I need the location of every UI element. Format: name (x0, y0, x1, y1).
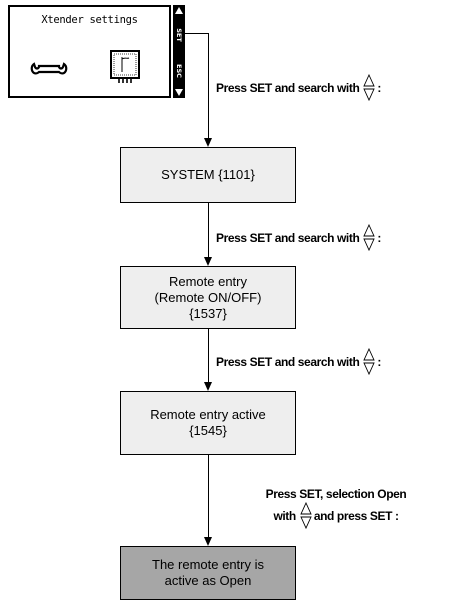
step-1-text: Press SET and search with (216, 81, 360, 95)
step-1-colon: : (377, 81, 382, 95)
step-4-line-1: Press SET, selection Open (265, 487, 407, 501)
lcd-title: Xtender settings (41, 14, 138, 26)
connector-4 (208, 455, 209, 540)
step-label-3: Press SET and search with : (216, 348, 381, 376)
step-label-2: Press SET and search with : (216, 224, 381, 252)
up-down-arrows-icon (363, 348, 376, 376)
step-3-colon: : (377, 355, 382, 369)
wrench-icon (30, 62, 68, 75)
lcd-screen: Xtender settings (8, 5, 171, 98)
down-arrow-button[interactable] (175, 89, 183, 96)
box-final-line-1: The remote entry is (152, 557, 264, 572)
up-down-arrows-icon (363, 224, 376, 252)
box-remote-entry-active-line-2: {1545} (189, 423, 227, 438)
step-label-1: Press SET and search with : (216, 74, 381, 102)
box-system: SYSTEM {1101} (120, 147, 296, 203)
step-2-text: Press SET and search with (216, 231, 360, 245)
arrowhead-4 (204, 537, 212, 546)
arrowhead-3 (204, 382, 212, 391)
step-2-colon: : (377, 231, 382, 245)
box-remote-entry-line-2: (Remote ON/OFF) (154, 289, 262, 305)
step-4-line-2: with and press SET : (226, 502, 446, 530)
box-final-result: The remote entry is active as Open (120, 546, 296, 600)
device-icon (110, 50, 140, 83)
box-remote-entry: Remote entry (Remote ON/OFF) {1537} (120, 266, 296, 329)
step-4-rest: and press SET : (313, 508, 399, 523)
lcd-button-strip: SET ESC (173, 5, 185, 98)
up-down-arrows-icon (363, 74, 376, 102)
set-button[interactable]: SET (175, 28, 183, 42)
box-remote-entry-active-line-1: Remote entry active (150, 407, 266, 422)
up-down-arrows-icon (300, 502, 312, 530)
box-remote-entry-active: Remote entry active {1545} (120, 391, 296, 455)
step-3-text: Press SET and search with (216, 355, 360, 369)
arrowhead-1 (204, 138, 212, 147)
up-arrow-button[interactable] (175, 7, 183, 14)
esc-button[interactable]: ESC (175, 64, 183, 78)
box-system-text: SYSTEM {1101} (161, 167, 255, 182)
connector-2 (208, 203, 209, 259)
box-remote-entry-line-1: Remote entry (168, 273, 248, 289)
step-label-4: Press SET, selection Open with and press… (226, 487, 446, 530)
box-remote-entry-line-3: {1537} (189, 305, 227, 321)
box-final-line-2: active as Open (164, 573, 252, 588)
set-connector (185, 33, 209, 34)
arrowhead-2 (204, 257, 212, 266)
connector-1 (208, 33, 209, 141)
step-4-with: with (273, 508, 296, 523)
connector-3 (208, 329, 209, 385)
